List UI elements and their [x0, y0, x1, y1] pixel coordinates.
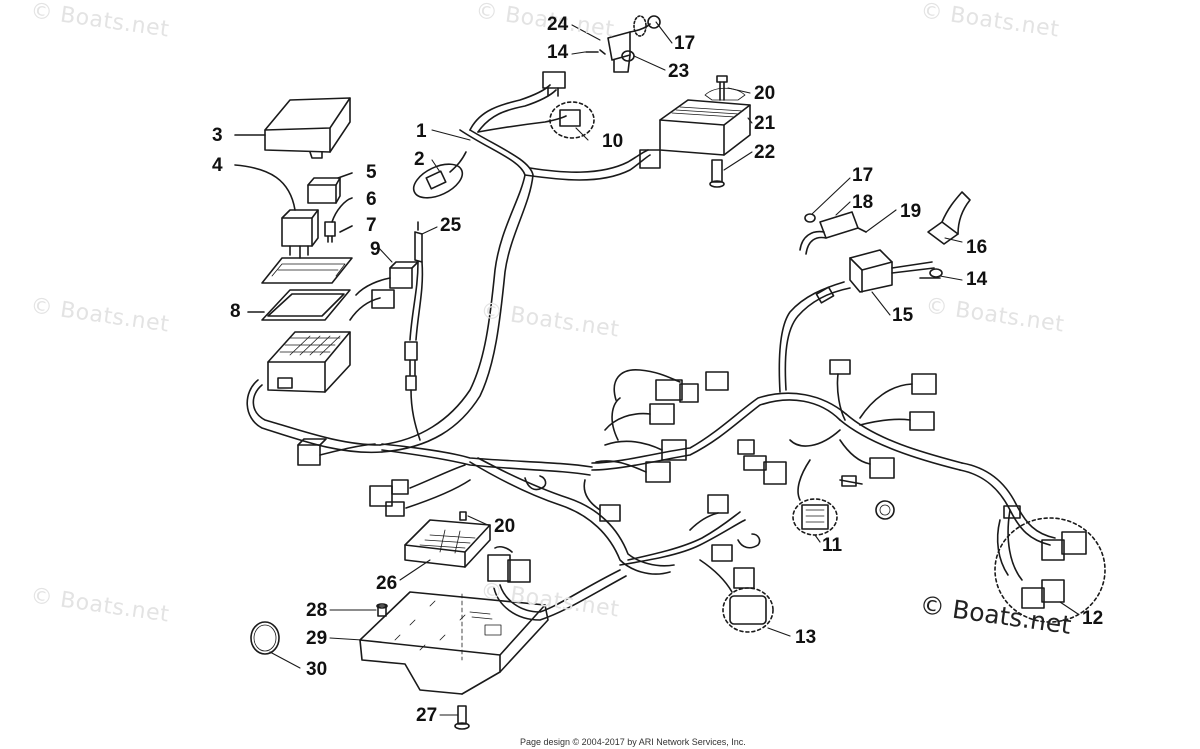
- callout-6: 6: [366, 189, 377, 210]
- mini-fuse: [324, 221, 336, 243]
- callout-26: 26: [376, 573, 398, 594]
- callout-28: 28: [306, 600, 328, 621]
- harness-connector-2: [412, 151, 467, 199]
- callout-7: 7: [366, 215, 377, 236]
- footer-copyright: Page design © 2004-2017 by ARI Network S…: [520, 737, 746, 747]
- center-connectors: [583, 369, 729, 522]
- callout-17-top: 17: [674, 33, 696, 54]
- callout-3: 3: [212, 125, 223, 146]
- relay: [281, 209, 319, 259]
- callout-2: 2: [414, 149, 425, 170]
- callout-11: 11: [822, 535, 843, 556]
- callout-22: 22: [754, 142, 776, 163]
- spark-plug-cap: [927, 191, 971, 245]
- main-harness: [246, 129, 963, 621]
- right-center-connectors: [737, 359, 937, 520]
- connector-12-group: [994, 517, 1106, 623]
- oxygen-sensor: [404, 221, 424, 441]
- callout-8: 8: [230, 301, 241, 322]
- callout-30: 30: [306, 659, 328, 680]
- ignition-coil-bracket: [799, 211, 867, 255]
- fuse-box-cover: [264, 97, 351, 159]
- callout-14-right: 14: [966, 269, 988, 290]
- callout-27: 27: [416, 705, 438, 726]
- callout-24: 24: [547, 14, 569, 35]
- left-lower-connectors: [297, 438, 547, 517]
- right-lower-connector: [689, 494, 761, 562]
- clamp-ring-30: [250, 621, 280, 655]
- callout-20-top: 20: [754, 83, 776, 104]
- callout-25: 25: [440, 215, 462, 236]
- connector-10-group: [542, 71, 595, 139]
- bolt-22: [709, 159, 725, 188]
- callout-1: 1: [416, 121, 427, 142]
- callout-19: 19: [900, 201, 922, 222]
- callout-9: 9: [370, 239, 381, 260]
- callout-17-right: 17: [852, 165, 874, 186]
- connector-13-group: [699, 559, 774, 633]
- connector-11-group: [792, 498, 838, 536]
- screw-27: [454, 705, 470, 730]
- callout-20-ecu: 20: [494, 516, 516, 537]
- upper-branch: [469, 84, 651, 181]
- callout-21: 21: [754, 113, 776, 134]
- voltage-regulator: [639, 99, 751, 169]
- mount-bracket-23: [585, 15, 661, 73]
- leader-lines: [234, 21, 1079, 716]
- callout-10: 10: [602, 131, 624, 152]
- callout-4: 4: [212, 155, 223, 176]
- mounting-plate: [359, 591, 549, 695]
- callout-15: 15: [892, 305, 914, 326]
- nut-28: [376, 603, 388, 617]
- fuse-block: [307, 177, 341, 204]
- callout-5: 5: [366, 162, 377, 183]
- callout-18: 18: [852, 192, 874, 213]
- fuse-box-base: [267, 331, 351, 393]
- sensor-connector: [349, 261, 419, 321]
- right-branch: [959, 462, 1056, 581]
- callout-29: 29: [306, 628, 328, 649]
- callout-12: 12: [1082, 608, 1104, 629]
- bolt-20-top: [704, 75, 746, 101]
- callout-23: 23: [668, 61, 690, 82]
- ignition-coil: [849, 249, 943, 293]
- fuse-label-sheet: [261, 257, 353, 284]
- callout-13: 13: [795, 627, 817, 648]
- callout-14-top: 14: [547, 42, 569, 63]
- callout-16: 16: [966, 237, 988, 258]
- ecu-module: [404, 519, 531, 583]
- fuse-box-gasket: [261, 289, 351, 321]
